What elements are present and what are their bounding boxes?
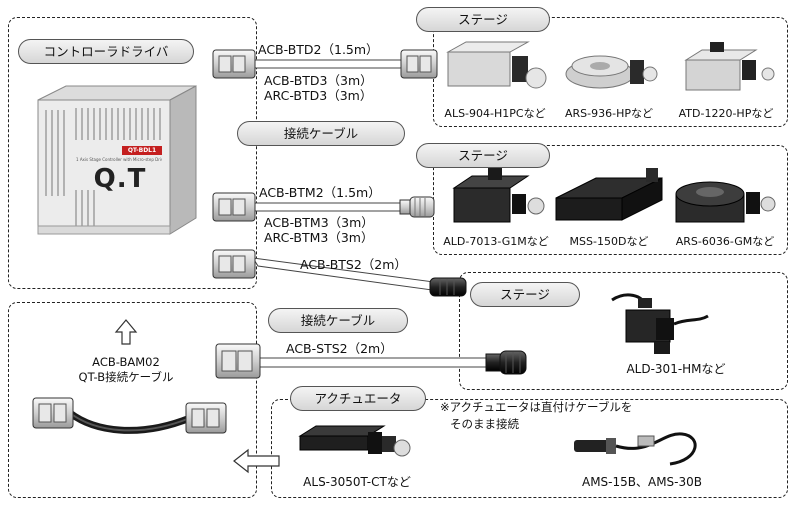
stage-image-atd-1220: [684, 42, 775, 91]
cable-btd: [212, 49, 438, 79]
cable-bts2: [212, 249, 467, 297]
label-arc-btm3: ARC-BTM3（3m）: [264, 230, 374, 245]
actuator-note-1: ※アクチュエータは直付けケーブルを: [440, 400, 633, 414]
stage-caption-1-2: ATD-1220-HPなど: [678, 107, 774, 120]
stage-group-3: [459, 272, 788, 390]
stage-image-ald-7013: [452, 168, 545, 223]
stage-caption-1-0: ALS-904-H1PCなど: [444, 107, 546, 120]
cable-sts2: [215, 343, 527, 379]
actuator-pill: アクチュエータ: [290, 386, 426, 411]
left-arrow-icon: [233, 448, 280, 474]
up-arrow-icon: [114, 319, 138, 345]
stage-image-ald-301: [611, 293, 709, 354]
cable-pill-2: 接続ケーブル: [268, 308, 408, 333]
stage-pill-2: ステージ: [416, 143, 550, 168]
actuator-caption-1: AMS-15B、AMS-30B: [581, 475, 703, 489]
label-acb-bts2: ACB-BTS2（2m）: [300, 257, 407, 272]
dsub-connector-icon: [400, 49, 438, 79]
circular-connector-icon: [429, 277, 467, 297]
bam-label-2: QT-B接続ケーブル: [78, 370, 174, 384]
dsub-connector-icon: [215, 343, 261, 379]
stage-caption-2-1: MSS-150Dなど: [569, 235, 649, 248]
label-arc-btd3: ARC-BTD3（3m）: [264, 88, 373, 103]
label-acb-sts2: ACB-STS2（2m）: [286, 341, 393, 356]
actuator-image-als-3050: [298, 425, 411, 457]
stage-image-als-904: [446, 41, 547, 89]
actuator-group: [271, 399, 788, 498]
stage-pill-3: ステージ: [470, 282, 580, 307]
label-acb-btm3: ACB-BTM3（3m）: [264, 215, 374, 230]
circular-connector-icon: [485, 350, 527, 375]
bam-cable-image: [32, 397, 227, 434]
bam-label-1: ACB-BAM02: [92, 355, 160, 369]
actuator-note-2: そのまま接続: [450, 417, 519, 431]
stage-caption-1-1: ARS-936-HPなど: [565, 107, 653, 120]
dsub-connector-icon: [212, 49, 256, 79]
stage-image-mss-150d: [555, 168, 663, 221]
controller-badge: QT-BDL1: [127, 147, 157, 154]
controller-group: [8, 17, 257, 289]
cable-pill-1: 接続ケーブル: [237, 121, 405, 146]
circular-connector-icon: [399, 196, 435, 218]
label-acb-btm2: ACB-BTM2（1.5m）: [259, 185, 381, 200]
controller-front-text: 1 Axis Stage Controller with Micro-step …: [76, 157, 162, 162]
stage-pill-1: ステージ: [416, 7, 550, 32]
label-acb-btd2: ACB-BTD2（1.5m）: [258, 42, 379, 57]
dsub-connector-icon: [212, 249, 256, 279]
stage-image-ars-936: [565, 55, 658, 89]
controller-logo: Q.T: [93, 164, 147, 194]
bam-cable-group: [8, 302, 257, 498]
label-acb-btd3: ACB-BTD3（3m）: [264, 73, 373, 88]
stage-image-ars-6036: [675, 181, 776, 223]
actuator-caption-0: ALS-3050T-CTなど: [303, 475, 411, 489]
controller-pill: コントローラドライバ: [18, 39, 194, 64]
controller-image: [37, 85, 197, 235]
stage-caption-2-0: ALD-7013-G1Mなど: [443, 235, 549, 248]
actuator-image-ams: [574, 432, 697, 466]
dsub-connector-icon: [212, 192, 256, 222]
cable-btm: [212, 192, 435, 222]
stage-caption-2-2: ARS-6036-GMなど: [675, 235, 775, 248]
stage-caption-3: ALD-301-HMなど: [626, 362, 726, 376]
